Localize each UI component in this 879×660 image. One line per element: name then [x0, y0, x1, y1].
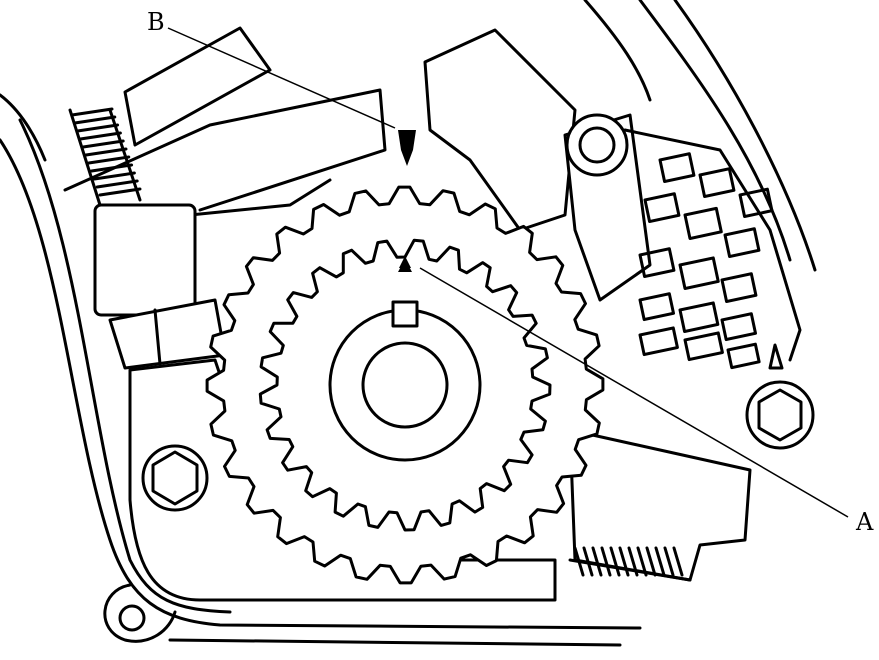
cover-rib — [726, 342, 761, 370]
cable-spring — [68, 107, 227, 370]
cover-rib — [638, 292, 676, 322]
leader-line-a — [419, 267, 849, 518]
spring-coil — [76, 123, 120, 133]
cover-rib — [678, 301, 720, 334]
spring-coil — [663, 546, 675, 577]
spring-coil — [591, 546, 603, 577]
cover-rib — [738, 187, 774, 219]
spring-coil — [609, 546, 621, 577]
cover-rib — [720, 272, 758, 304]
spring-coil — [645, 546, 657, 577]
leader-line-b — [167, 27, 396, 129]
spring-coil — [98, 187, 142, 197]
spring-coil — [582, 546, 594, 577]
spring-coil — [654, 546, 666, 577]
cover-rib — [638, 247, 676, 279]
cover-rib — [638, 326, 679, 357]
spring-coil — [84, 147, 128, 157]
cover-rib — [683, 206, 723, 240]
spring-coil — [627, 546, 639, 577]
spring-coil — [92, 171, 136, 181]
spring-coil — [600, 546, 612, 577]
label-a: A — [855, 508, 874, 536]
housing-outline — [0, 0, 817, 647]
lower-right-bolt — [745, 380, 815, 450]
cover-rib — [698, 167, 736, 199]
ribbed-cover — [638, 152, 774, 370]
cover-rib — [643, 192, 681, 224]
spring-coil — [618, 546, 630, 577]
cover-rib — [678, 256, 720, 290]
spring-coil — [90, 163, 134, 173]
timing-mark-a — [398, 256, 412, 272]
lower-left-bolt — [141, 444, 209, 512]
crank-sprocket — [258, 238, 552, 532]
spring-coil — [81, 139, 125, 149]
spring-coil — [573, 546, 585, 577]
cover-rib — [720, 312, 758, 342]
lower-right-bracket — [568, 428, 752, 582]
cover-rib — [658, 152, 696, 184]
spring-coil — [87, 155, 131, 165]
tensioner-bolt — [565, 113, 629, 177]
spring-coil — [636, 546, 648, 577]
spring-coil — [73, 115, 117, 125]
mounting-ear — [103, 583, 177, 643]
small-mark-right — [768, 343, 784, 370]
cover-rib — [683, 331, 724, 362]
spring-coil — [70, 107, 114, 117]
spring-coil — [78, 131, 122, 141]
cover-rib — [723, 227, 761, 259]
spring-coil — [672, 546, 684, 577]
timing-mark-b — [398, 130, 416, 166]
spring-coil — [95, 179, 139, 189]
label-b: B — [147, 8, 165, 36]
